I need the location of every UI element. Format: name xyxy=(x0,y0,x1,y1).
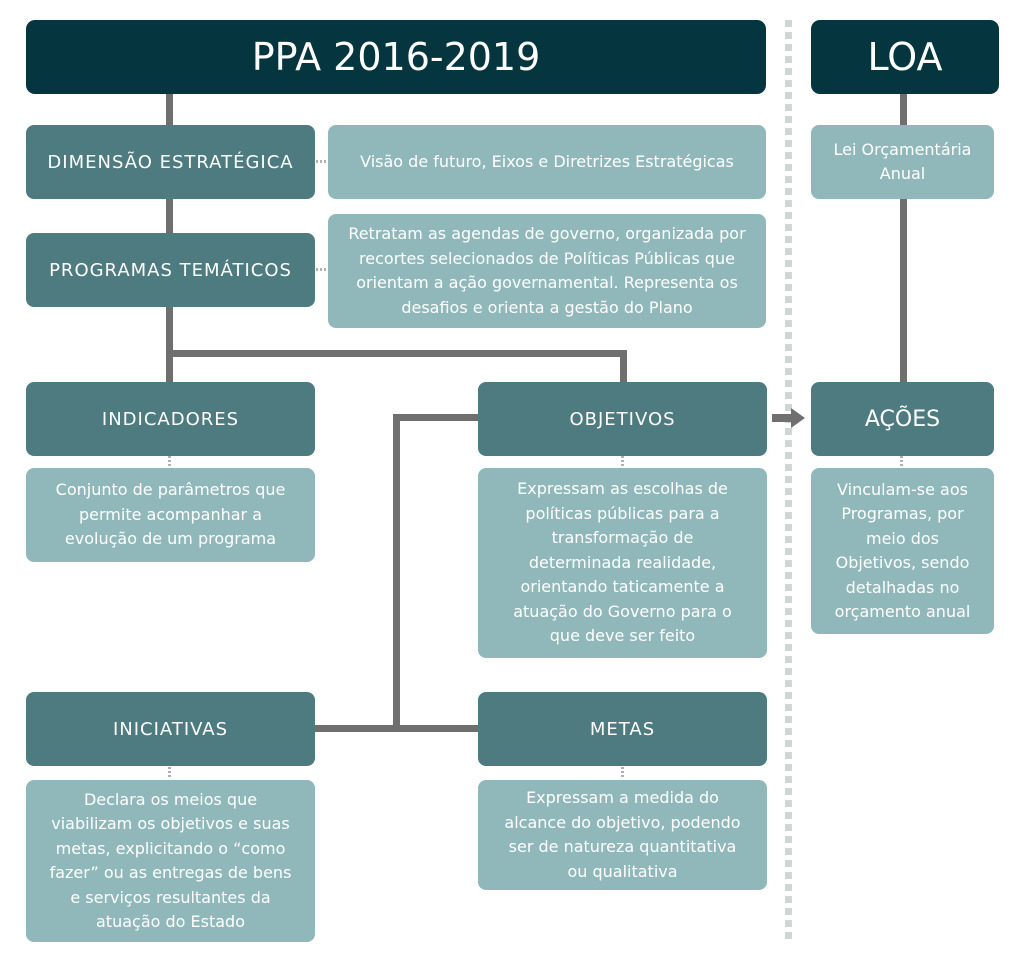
acoes-box: AÇÕES xyxy=(811,382,994,456)
objetivos-branch-connector xyxy=(166,350,627,357)
acoes-dotted-leader xyxy=(900,456,903,468)
lei-orcamentaria-box: Lei Orçamentária Anual xyxy=(811,125,994,199)
loa-title: LOA xyxy=(811,20,999,94)
objetivos-drop-connector xyxy=(620,350,627,382)
programas-dotted-leader xyxy=(316,268,328,271)
programas-tematicos-desc: Retratam as agendas de governo, organiza… xyxy=(328,214,766,328)
metas-box: METAS xyxy=(478,692,767,766)
acoes-desc: Vinculam-se aos Programas, por meio dos … xyxy=(811,468,994,634)
indicadores-dotted-leader xyxy=(168,456,171,468)
objetivos-to-acoes-arrow xyxy=(772,408,805,428)
indicadores-desc: Conjunto de parâmetros que permite acomp… xyxy=(26,468,315,562)
metas-desc: Expressam a medida do alcance do objetiv… xyxy=(478,780,767,890)
objetivos-left-connector xyxy=(393,414,479,421)
iniciativas-desc: Declara os meios que viabilizam os objet… xyxy=(26,780,315,942)
indicadores-box: INDICADORES xyxy=(26,382,315,456)
objetivos-desc: Expressam as escolhas de políticas públi… xyxy=(478,468,767,658)
iniciativas-dotted-leader xyxy=(168,767,171,779)
iniciativas-metas-trunk-connector xyxy=(393,414,400,732)
objetivos-box: OBJETIVOS xyxy=(478,382,767,456)
iniciativas-box: INICIATIVAS xyxy=(26,692,315,766)
iniciativas-metas-connector xyxy=(314,725,480,732)
ppa-title: PPA 2016-2019 xyxy=(26,20,766,94)
metas-dotted-leader xyxy=(621,767,624,779)
programas-tematicos-box: PROGRAMAS TEMÁTICOS xyxy=(26,233,315,307)
loa-trunk-connector xyxy=(900,94,907,382)
objetivos-dotted-leader xyxy=(621,456,624,468)
dimensao-dotted-leader xyxy=(316,160,328,163)
ppa-loa-divider xyxy=(785,20,792,944)
dimensao-estrategica-desc: Visão de futuro, Eixos e Diretrizes Estr… xyxy=(328,125,766,199)
dimensao-estrategica-box: DIMENSÃO ESTRATÉGICA xyxy=(26,125,315,199)
